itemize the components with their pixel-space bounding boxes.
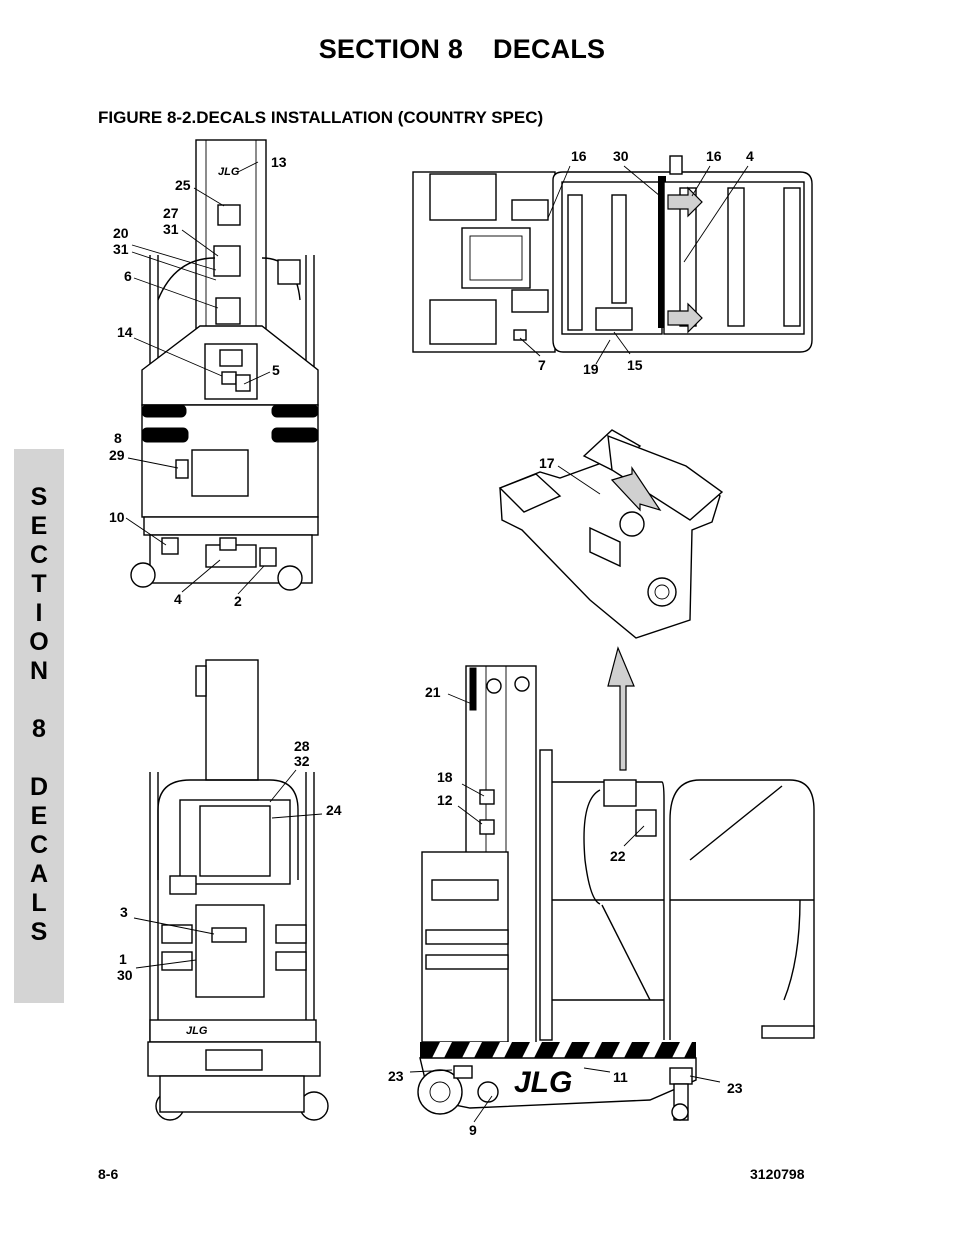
side-tab-letter: D xyxy=(29,773,49,801)
callout-20: 20 xyxy=(113,225,129,241)
callout-14: 14 xyxy=(117,324,133,340)
callout-31: 31 xyxy=(113,241,129,257)
callout-7: 7 xyxy=(538,357,546,373)
side-tab-letter: N xyxy=(29,657,49,685)
callout-19: 19 xyxy=(583,361,599,377)
brand-logo: JLG xyxy=(218,166,240,178)
side-view-leader-lines xyxy=(409,693,721,1123)
side-tab-letter: I xyxy=(35,599,43,627)
callout-5: 5 xyxy=(272,362,280,378)
page-number: 8-6 xyxy=(98,1166,119,1182)
callout-4: 4 xyxy=(746,148,754,164)
brand-logo: JLG xyxy=(186,1025,208,1037)
side-tab-letter: T xyxy=(31,570,47,598)
callout-4: 4 xyxy=(174,591,182,607)
side-view-illustration xyxy=(417,665,815,1121)
brand-logo-large: JLG xyxy=(514,1066,572,1099)
side-tab-letter: O xyxy=(29,628,49,656)
callout-13: 13 xyxy=(271,154,287,170)
rear-view-leader-lines xyxy=(133,769,323,969)
side-tab-letter: A xyxy=(29,860,49,888)
callout-25: 25 xyxy=(175,177,191,193)
callout-labels: 13 25 27 31 20 31 6 14 5 8 29 10 4 2 16 … xyxy=(109,148,754,1138)
callout-9: 9 xyxy=(469,1122,477,1138)
top-view-illustration xyxy=(412,155,813,353)
callout-22: 22 xyxy=(610,848,626,864)
side-tab-letter: C xyxy=(29,541,49,569)
side-tab-letter: S xyxy=(30,918,48,946)
callout-24: 24 xyxy=(326,802,342,818)
callout-6: 6 xyxy=(124,268,132,284)
callout-8: 8 xyxy=(114,430,122,446)
side-tab-letter: E xyxy=(30,802,48,830)
callout-31: 31 xyxy=(163,221,179,237)
callout-27: 27 xyxy=(163,205,179,221)
side-tab-letter: S xyxy=(30,483,48,511)
callout-23: 23 xyxy=(388,1068,404,1084)
page-title: SECTION 8 DECALS xyxy=(0,34,924,65)
callout-15: 15 xyxy=(627,357,643,373)
control-box-detail-illustration xyxy=(498,429,724,771)
side-tab-letters: S E C T I O N 8 D E C A L S xyxy=(14,483,64,947)
callout-30: 30 xyxy=(613,148,629,164)
callout-21: 21 xyxy=(425,684,441,700)
callout-16: 16 xyxy=(706,148,722,164)
callout-23: 23 xyxy=(727,1080,743,1096)
callout-29: 29 xyxy=(109,447,125,463)
control-box-leader-lines xyxy=(557,465,601,495)
callout-3: 3 xyxy=(120,904,128,920)
side-tab-letter: E xyxy=(30,512,48,540)
callout-10: 10 xyxy=(109,509,125,525)
top-view-leader-lines xyxy=(519,165,749,365)
section-side-tab: S E C T I O N 8 D E C A L S xyxy=(14,449,64,1003)
callout-32: 32 xyxy=(294,753,310,769)
front-view-leader-lines xyxy=(125,161,271,595)
side-tab-letter: 8 xyxy=(32,715,46,743)
section-name: DECALS xyxy=(493,34,606,64)
callout-11: 11 xyxy=(613,1069,628,1085)
figure-title: FIGURE 8-2.DECALS INSTALLATION (COUNTRY … xyxy=(98,108,544,127)
callout-30: 30 xyxy=(117,967,133,983)
callout-2: 2 xyxy=(234,593,242,609)
side-tab-letter: L xyxy=(31,889,47,917)
side-tab-letter: C xyxy=(29,831,49,859)
section-label: SECTION 8 xyxy=(318,34,464,64)
front-view-illustration xyxy=(130,139,319,591)
callout-18: 18 xyxy=(437,769,453,785)
callout-28: 28 xyxy=(294,738,310,754)
callout-1: 1 xyxy=(119,951,127,967)
callout-16: 16 xyxy=(571,148,587,164)
document-number: 3120798 xyxy=(750,1166,805,1182)
callout-17: 17 xyxy=(539,455,555,471)
rear-view-illustration xyxy=(147,659,329,1121)
callout-12: 12 xyxy=(437,792,453,808)
